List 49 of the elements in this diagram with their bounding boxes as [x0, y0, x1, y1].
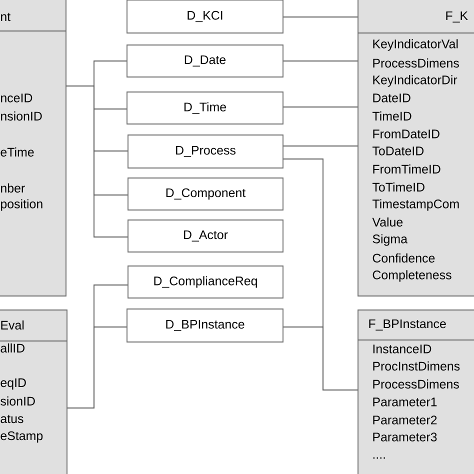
- field-name: Parameter3: [373, 432, 437, 442]
- field-name: sionID: [0, 396, 35, 406]
- field-name: eTime: [0, 147, 34, 157]
- connector-line: [67, 326, 127, 408]
- connector-line: [283, 16, 358, 18]
- field-name: FromTimeID: [373, 164, 440, 174]
- field-name: InstanceID: [373, 344, 432, 354]
- field-name: ToTimeID: [372, 182, 424, 192]
- connector-line: [283, 326, 358, 390]
- dimension-box: D_KCI: [126, 0, 284, 34]
- connector-line: [283, 106, 358, 108]
- field-name: ToDateID: [372, 146, 424, 156]
- field-name: nber: [1, 183, 25, 193]
- connector-line: [66, 86, 128, 238]
- table-title: F_K: [446, 11, 468, 22]
- field-name: ProcInstDimens: [373, 361, 460, 371]
- field-name: DateID: [373, 94, 410, 102]
- table-title: Eval: [1, 320, 24, 330]
- field-name: nsionID: [1, 111, 42, 121]
- dimension-box: D_Process: [128, 134, 284, 168]
- field-name: Sigma: [372, 234, 408, 246]
- field-name: eqID: [0, 378, 26, 390]
- field-name: TimestampCom: [372, 199, 459, 211]
- field-name: KeyIndicatorDir: [373, 75, 458, 87]
- field-name: ....: [373, 457, 385, 459]
- table-title: F_BPInstance: [369, 319, 446, 331]
- dimension-box: D_Component: [128, 178, 284, 210]
- field-name: Confidence: [372, 253, 435, 263]
- connector-line: [283, 60, 358, 62]
- field-name: allID: [0, 343, 24, 353]
- field-name: eStamp: [0, 431, 43, 443]
- field-name: Value: [372, 217, 403, 227]
- field-name: nceID: [1, 94, 32, 102]
- field-name: atus: [0, 414, 24, 424]
- dimension-box: D_ComplianceReq: [128, 266, 284, 298]
- field-name: FromDateID: [373, 130, 440, 138]
- dimension-box: D_BPInstance: [126, 308, 284, 342]
- field-name: ProcessDimens: [373, 58, 459, 68]
- field-name: TimeID: [372, 111, 412, 121]
- dimension-box: D_Actor: [128, 220, 284, 252]
- field-name: ProcessDimens: [373, 379, 459, 389]
- dimension-box: D_Date: [126, 44, 284, 78]
- field-name: position: [1, 199, 42, 211]
- field-name: Parameter1: [373, 398, 437, 406]
- table-title: nt: [1, 12, 10, 22]
- field-name: Completeness: [372, 270, 452, 282]
- dimension-box: D_Time: [126, 92, 284, 124]
- field-name: KeyIndicatorVal: [373, 39, 458, 51]
- field-name: Parameter2: [373, 416, 437, 424]
